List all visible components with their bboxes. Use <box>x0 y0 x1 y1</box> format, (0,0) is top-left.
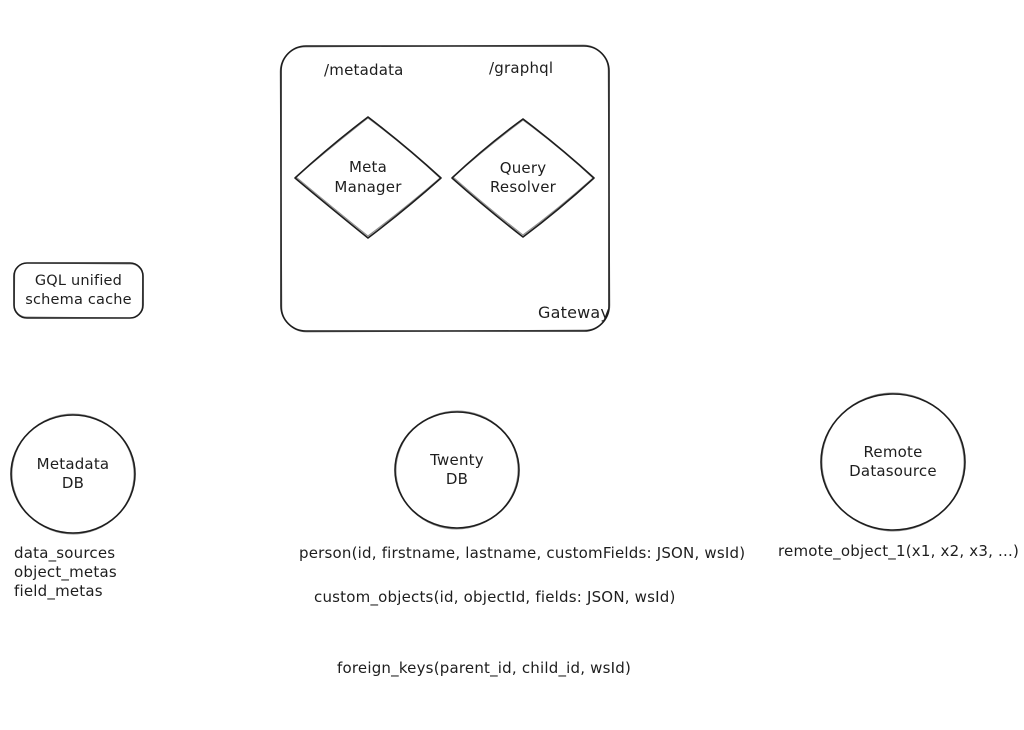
metadata-db-tables: data_sources object_metas field_metas <box>14 544 117 601</box>
table-name: object_metas <box>14 563 117 581</box>
remote-datasource-node <box>820 392 966 532</box>
metadata-db-node <box>10 413 136 535</box>
route-label-graphql: /graphql <box>489 59 554 77</box>
twenty-db-table-person: person(id, firstname, lastname, customFi… <box>299 544 746 562</box>
query-resolver-node <box>451 118 595 238</box>
route-label-metadata: /metadata <box>324 61 404 79</box>
gateway-box <box>279 44 611 333</box>
table-name: data_sources <box>14 544 116 562</box>
schema-cache-box <box>13 262 144 319</box>
table-name: field_metas <box>14 582 103 600</box>
meta-manager-node <box>294 116 442 239</box>
gateway-label: Gateway <box>538 303 611 322</box>
twenty-db-table-foreign-keys: foreign_keys(parent_id, child_id, wsId) <box>337 659 632 677</box>
twenty-db-node <box>394 410 520 530</box>
twenty-db-table-custom-objects: custom_objects(id, objectId, fields: JSO… <box>314 588 676 606</box>
remote-datasource-table: remote_object_1(x1, x2, x3, ...) <box>778 542 1020 560</box>
